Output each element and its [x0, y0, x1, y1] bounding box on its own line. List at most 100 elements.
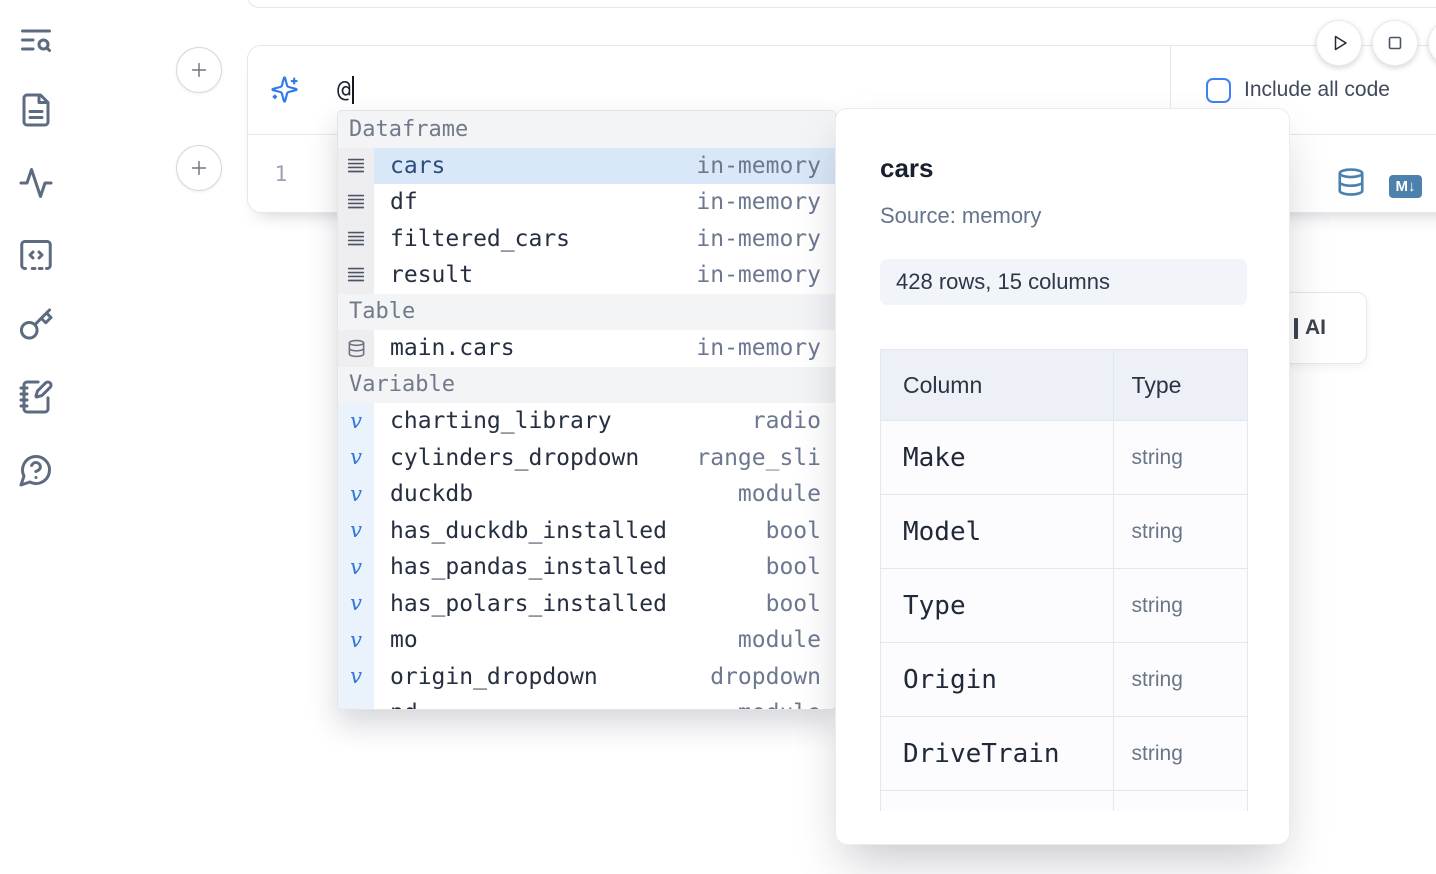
preview-title: cars — [880, 153, 934, 183]
table-cell: string — [1112, 642, 1249, 717]
item-name: cars — [390, 152, 446, 179]
item-name: mo — [390, 627, 418, 654]
preview-table-header: Column — [880, 349, 1114, 421]
table-cell: Origin — [880, 642, 1114, 717]
database-icon[interactable] — [1336, 167, 1366, 197]
item-name: main.cars — [390, 335, 515, 362]
help-chat-icon[interactable] — [18, 452, 54, 488]
include-all-code-control[interactable]: Include all code — [1206, 46, 1390, 134]
variable-icon: v — [350, 408, 362, 433]
ai-prompt-input[interactable]: @ — [337, 46, 354, 134]
variable-icon: v — [350, 591, 362, 616]
play-icon — [1334, 35, 1347, 51]
item-type: radio — [751, 408, 821, 435]
text-search-icon[interactable] — [18, 22, 54, 58]
autocomplete-section-header: Variable — [338, 366, 835, 403]
code-square-icon[interactable] — [18, 237, 54, 273]
ai-prompt-row[interactable]: @ — [248, 46, 1436, 134]
item-type: module — [737, 481, 821, 508]
activity-icon[interactable] — [18, 165, 54, 201]
add-cell-button[interactable] — [176, 145, 222, 191]
table-cell: string — [1112, 494, 1249, 569]
item-icon-gutter: v — [338, 622, 374, 659]
item-type: in-memory — [696, 152, 821, 179]
item-icon-gutter: v — [338, 476, 374, 513]
item-type: bool — [765, 517, 821, 544]
file-text-icon[interactable] — [18, 92, 54, 128]
sparkles-icon — [270, 75, 299, 104]
preview-source: Source: memory — [880, 203, 1042, 228]
run-cell-button[interactable] — [1316, 20, 1362, 66]
ai-button-label: AI — [1305, 316, 1326, 339]
item-type: bool — [765, 554, 821, 581]
item-type: bool — [765, 590, 821, 617]
item-type: range_sli — [696, 444, 821, 471]
variable-icon: v — [350, 664, 362, 689]
item-name: charting_library — [390, 408, 612, 435]
autocomplete-item[interactable]: cars in-memory — [338, 147, 835, 184]
include-all-code-checkbox[interactable] — [1206, 77, 1231, 103]
item-icon-gutter — [338, 147, 374, 184]
item-icon-gutter: v — [338, 549, 374, 586]
text-cursor — [351, 76, 354, 104]
item-name: result — [390, 262, 474, 289]
key-icon[interactable] — [18, 307, 54, 343]
item-name: pd — [390, 700, 418, 709]
item-name: origin_dropdown — [390, 663, 598, 690]
table-cell: string — [1112, 420, 1249, 495]
prompt-value: @ — [337, 77, 351, 103]
table-cell: string — [1112, 716, 1249, 791]
item-type: module — [738, 700, 821, 709]
autocomplete-item[interactable]: v has_duckdb_installed bool — [338, 512, 835, 549]
table-cell: string — [1112, 568, 1249, 643]
item-name: has_polars_installed — [390, 590, 667, 617]
dataframe-icon — [345, 228, 367, 250]
preview-table-header: Type — [1112, 349, 1249, 421]
autocomplete-item[interactable]: result in-memory — [338, 257, 835, 294]
variable-icon: v — [350, 518, 362, 543]
previous-cell-edge — [247, 0, 1436, 8]
dataframe-icon — [345, 191, 367, 213]
item-icon-gutter — [338, 220, 374, 257]
item-name: cylinders_dropdown — [390, 444, 640, 471]
table-cell: Type — [880, 568, 1114, 643]
autocomplete-item[interactable]: v mo module — [338, 622, 835, 659]
item-type: in-memory — [696, 189, 821, 216]
dataframe-preview-popup: cars Source: memory 428 rows, 15 columns… — [835, 108, 1290, 845]
autocomplete-section-header: Dataframe — [338, 111, 835, 148]
add-cell-button[interactable] — [176, 47, 222, 93]
item-type: module — [737, 627, 821, 654]
item-name: has_duckdb_installed — [390, 517, 667, 544]
variable-icon: v — [350, 481, 362, 506]
variable-icon: v — [350, 445, 362, 470]
item-icon-gutter: v — [338, 585, 374, 622]
variable-icon: v — [350, 627, 362, 652]
autocomplete-item[interactable]: v charting_library radio — [338, 403, 835, 440]
markdown-badge[interactable]: M↓ — [1389, 175, 1422, 198]
notebook-pen-icon[interactable] — [18, 379, 54, 415]
item-type: in-memory — [696, 262, 821, 289]
item-icon-gutter — [338, 184, 374, 221]
item-icon-gutter: v — [338, 403, 374, 440]
item-icon-gutter: v — [338, 695, 374, 709]
autocomplete-item[interactable]: v cylinders_dropdown range_sli — [338, 439, 835, 476]
stop-cell-button[interactable] — [1372, 20, 1418, 66]
autocomplete-item[interactable]: v pd module — [338, 695, 835, 709]
item-icon-gutter — [338, 257, 374, 294]
item-type: in-memory — [696, 225, 821, 252]
preview-shape-badge: 428 rows, 15 columns — [880, 259, 1247, 305]
variable-icon: v — [350, 554, 362, 579]
autocomplete-item[interactable]: v has_polars_installed bool — [338, 585, 835, 622]
